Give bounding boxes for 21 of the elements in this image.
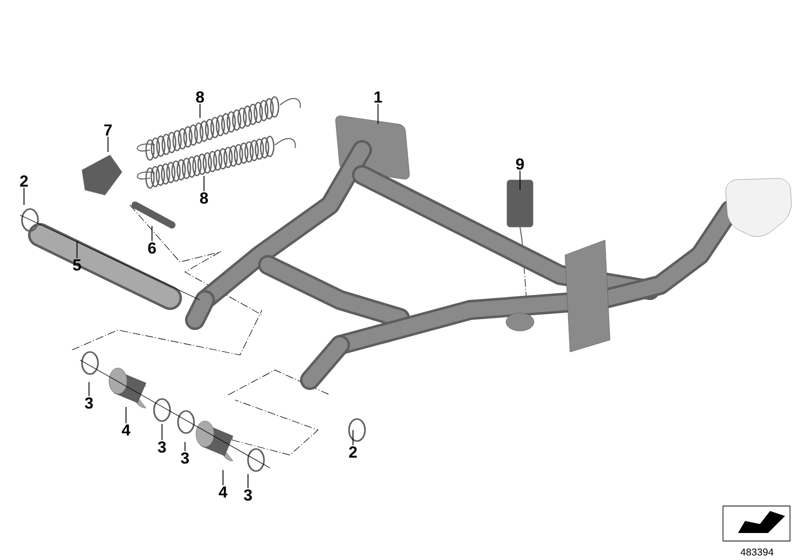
callout-number: 7 xyxy=(104,124,112,136)
leader-line xyxy=(88,382,90,397)
callout-number: 8 xyxy=(200,192,208,204)
leader-line xyxy=(222,470,224,486)
callout-number: 3 xyxy=(180,452,189,464)
callout-number: 6 xyxy=(148,242,156,254)
callout-number: 8 xyxy=(196,91,204,103)
callout-number: 2 xyxy=(349,446,357,458)
leader-line xyxy=(184,442,186,452)
leader-line xyxy=(352,430,354,446)
callout-number: 4 xyxy=(122,424,130,436)
callout-number: 3 xyxy=(244,489,252,501)
drawing-number: 483394 xyxy=(740,548,774,556)
callout-number: 9 xyxy=(516,158,524,170)
callout-number: 5 xyxy=(73,259,81,271)
callout-number: 3 xyxy=(84,397,93,409)
callout-number: 3 xyxy=(158,441,166,453)
callout-number: 2 xyxy=(20,175,28,187)
callout-number: 4 xyxy=(218,486,228,498)
callout-number: 1 xyxy=(374,92,382,102)
leader-line xyxy=(76,240,78,259)
